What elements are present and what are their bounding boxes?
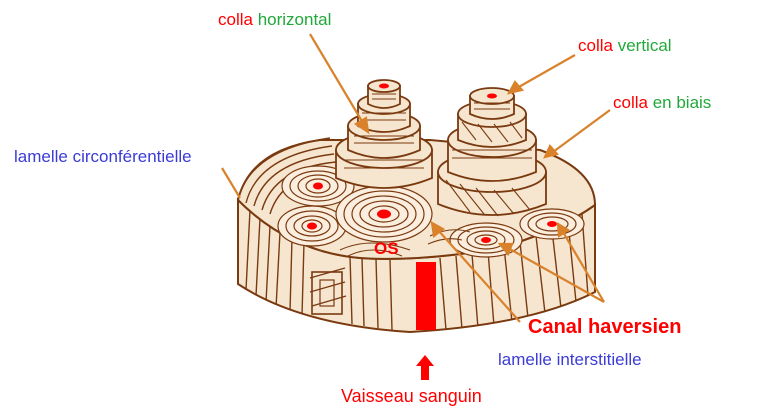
label-colla-vertical-prefix: colla [578,36,613,55]
label-lamelle-circonferentielle: lamelle circonférentielle [14,147,192,167]
vessel-arrow [416,355,434,380]
haversian-canal-1 [313,183,323,190]
haversian-canal-4 [481,237,491,243]
label-colla-horizontal: colla horizontal [218,10,331,30]
haversian-canal-3 [377,210,391,219]
label-colla-en-biais: colla en biais [613,93,711,113]
label-colla-horizontal-suffix: horizontal [258,10,332,29]
label-lamelle-interstitielle: lamelle interstitielle [498,350,642,370]
label-colla-vertical-suffix: vertical [618,36,672,55]
label-canal-haversien: Canal haversien [528,316,681,339]
osteon-tower-left [336,80,432,188]
osteon-tower-right [438,88,546,215]
label-colla-vertical: colla vertical [578,36,672,56]
haversian-canal-5 [547,221,557,227]
tower-left-canal [379,84,389,89]
haversian-canal-2 [307,223,317,230]
label-vaisseau-sanguin: Vaisseau sanguin [341,386,482,407]
tower-right-canal [487,94,497,99]
label-colla-en-biais-prefix: colla [613,93,648,112]
label-os: OS [374,239,399,259]
label-colla-en-biais-suffix: en biais [653,93,712,112]
blood-vessel [416,262,436,330]
label-colla-horizontal-prefix: colla [218,10,253,29]
